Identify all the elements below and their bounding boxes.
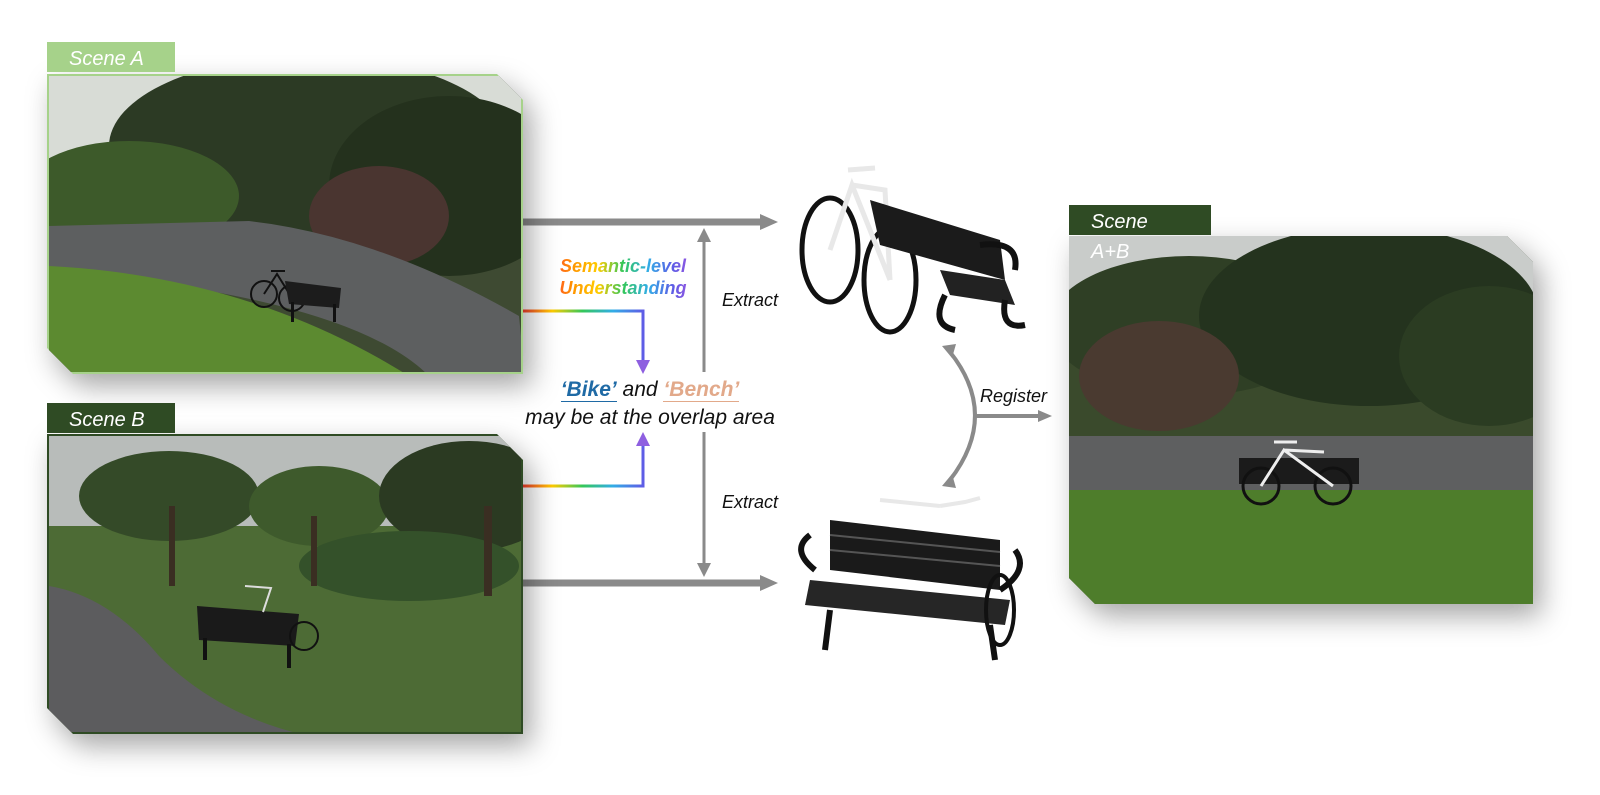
arrow-head [760,575,778,591]
arrow-head [760,214,778,230]
arrow-head [1038,410,1052,422]
rainbow-connector-a [522,309,645,362]
arrow-head [636,360,650,374]
overlap-statement-line1: ‘Bike’ and ‘Bench’ [500,378,800,402]
scene-a-image [49,76,523,374]
bench-term: ‘Bench’ [663,378,740,402]
bike-term: ‘Bike’ [560,378,617,402]
semantic-label-line1: Semantic-level [548,256,698,277]
register-label: Register [980,386,1048,406]
extracted-bench-bike-bottom [798,496,1023,661]
extract-label-bottom: Extract [722,492,779,512]
scene-a-panel [47,74,523,374]
arrow-head [942,474,956,488]
arrow-head [697,563,711,577]
scene-b-tag: Scene B [47,403,175,433]
scene-a-tag: Scene A [47,42,175,72]
scene-ab-panel [1069,236,1533,604]
overlap-statement-line2: may be at the overlap area [525,406,775,429]
arrow-head [636,432,650,446]
and-word: and [616,378,664,401]
scene-b-panel [47,434,523,734]
scene-ab-tag: Scene A+B [1069,205,1211,263]
extracted-bike-bench-top [799,165,1026,335]
rainbow-connector-b [522,444,645,488]
arrow-head [942,344,956,358]
extract-label-top: Extract [722,290,779,310]
scene-ab-image [1069,236,1533,604]
semantic-label-line2: Understanding [548,278,698,299]
scene-b-image [49,436,523,734]
arrow-head [697,228,711,242]
register-curve [948,350,977,482]
